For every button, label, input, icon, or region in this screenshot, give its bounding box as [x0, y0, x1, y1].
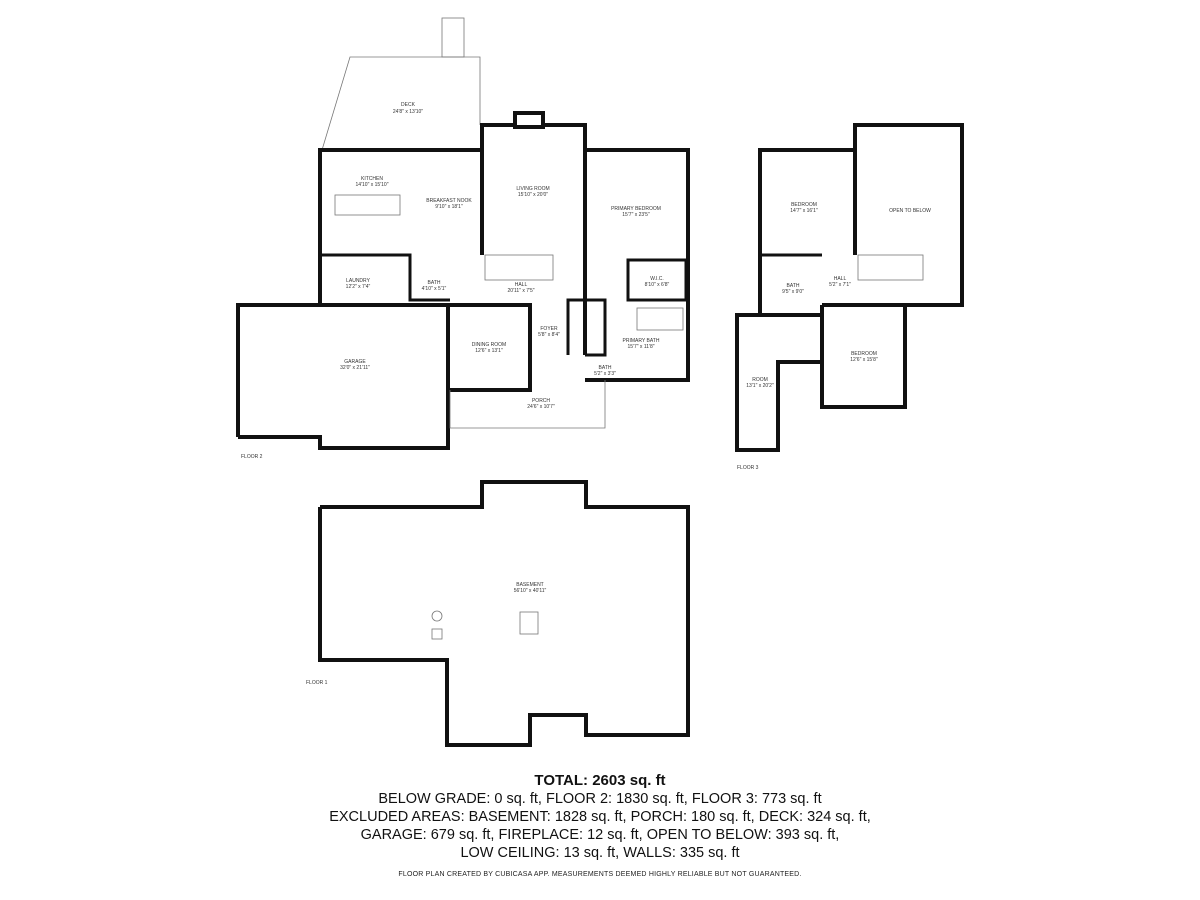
room-name: W.I.C.: [650, 276, 664, 282]
room-dims: 12'6" x 13'1": [475, 348, 503, 354]
room-name: KITCHEN: [361, 176, 383, 182]
room-dims: 15'7" x 23'5": [622, 212, 650, 218]
room-dims: 32'0" x 21'11": [340, 365, 370, 371]
room-wall: [735, 313, 822, 452]
deck-outline: [321, 56, 481, 151]
total-area: TOTAL: 2603 sq. ft: [534, 772, 666, 789]
room-dims: 24'6" x 10'7": [527, 404, 555, 410]
room-name: PRIMARY BATH: [623, 338, 660, 344]
room-dims: 5'8" x 8'4": [538, 332, 560, 338]
room-name: FOYER: [540, 326, 558, 332]
wic-wall: [626, 258, 688, 302]
room-name: HALL: [515, 282, 528, 288]
floor-3-label: FLOOR 3: [737, 465, 759, 471]
summary-line: GARAGE: 679 sq. ft, FIREPLACE: 12 sq. ft…: [360, 827, 840, 843]
summary-line: BELOW GRADE: 0 sq. ft, FLOOR 2: 1830 sq.…: [378, 791, 822, 807]
room-name: LIVING ROOM: [516, 186, 549, 192]
deck-stairs: [441, 17, 465, 58]
basement-wall: [318, 480, 690, 747]
room-dims: 15'7" x 11'8": [627, 344, 654, 350]
room-name: PORCH: [532, 398, 550, 404]
laundry-bath-wall: [320, 253, 450, 302]
room-dims: 12'2" x 7'4": [346, 284, 371, 290]
disclaimer: FLOOR PLAN CREATED BY CUBICASA APP. MEAS…: [398, 871, 802, 878]
room-dims: 56'10" x 40'11": [514, 588, 547, 594]
foyer-wall: [566, 298, 607, 357]
room-name: BATH: [428, 280, 441, 286]
room-dims: 13'1" x 20'2": [746, 383, 774, 389]
room-name: BEDROOM: [791, 202, 817, 208]
bathtub: [636, 307, 684, 331]
room-name: GARAGE: [344, 359, 366, 365]
kitchen-wall: [318, 148, 480, 270]
room-dims: 14'7" x 16'1": [790, 208, 818, 214]
dining-room-wall: [448, 303, 532, 392]
summary-line: LOW CEILING: 13 sq. ft, WALLS: 335 sq. f…: [460, 845, 740, 861]
hall-stairs: [484, 254, 554, 281]
open-to-below-wall: [853, 123, 964, 307]
floor-1-plan: BASEMENT 56'10" x 40'11" FLOOR 1: [306, 480, 690, 747]
summary-line: EXCLUDED AREAS: BASEMENT: 1828 sq. ft, P…: [329, 809, 871, 825]
room-dims: 15'10" x 20'0": [518, 192, 548, 198]
bedroom-2-wall: [820, 303, 907, 409]
room-dims: 5'2" x 7'1": [829, 282, 851, 288]
room-name: BREAKFAST NOOK: [426, 198, 472, 204]
room-dims: 4'10" x 5'1": [422, 286, 447, 292]
room-name: DECK: [401, 102, 416, 108]
floor-3-plan: BEDROOM 14'7" x 16'1" OPEN TO BELOW BATH…: [735, 123, 964, 471]
living-room-wall: [480, 123, 587, 355]
water-heater-icon: [431, 610, 443, 622]
room-name: BATH: [787, 283, 800, 289]
room-dims: 24'8" x 13'10": [393, 109, 423, 115]
area-summary: TOTAL: 2603 sq. ft BELOW GRADE: 0 sq. ft…: [0, 772, 1200, 862]
room-dims: 9'10" x 18'1": [435, 204, 463, 210]
room-name: HALL: [834, 276, 847, 282]
room-dims: 14'10" x 15'10": [356, 182, 389, 188]
bedroom-wall: [758, 148, 857, 315]
fireplace: [513, 111, 545, 129]
floor-2-label: FLOOR 2: [241, 454, 263, 460]
room-name: ROOM: [752, 377, 768, 383]
floor-1-label: FLOOR 1: [306, 680, 328, 686]
floor-3-stairs: [857, 254, 924, 281]
room-name: PRIMARY BEDROOM: [611, 206, 661, 212]
porch-outline: [449, 380, 606, 429]
room-dims: 8'10" x 6'8": [645, 282, 670, 288]
furnace-icon: [431, 628, 443, 640]
floor-2-plan: DECK 24'8" x 13'10" KITCHEN 14'10" x 15'…: [236, 17, 690, 460]
garage-wall: [236, 303, 450, 450]
room-dims: 20'11" x 7'5": [507, 288, 534, 294]
room-name: OPEN TO BELOW: [889, 208, 931, 214]
primary-bedroom-wall: [585, 148, 690, 382]
room-name: BASEMENT: [516, 582, 544, 588]
room-dims: 12'6" x 15'8": [850, 357, 878, 363]
room-dims: 5'2" x 3'3": [594, 371, 616, 377]
room-name: BEDROOM: [851, 351, 877, 357]
room-name: DINING ROOM: [472, 342, 506, 348]
kitchen-island: [334, 194, 401, 216]
room-dims: 9'5" x 9'0": [782, 289, 804, 295]
room-name: BATH: [599, 365, 612, 371]
room-name: LAUNDRY: [346, 278, 370, 284]
basement-stairs: [519, 611, 539, 635]
